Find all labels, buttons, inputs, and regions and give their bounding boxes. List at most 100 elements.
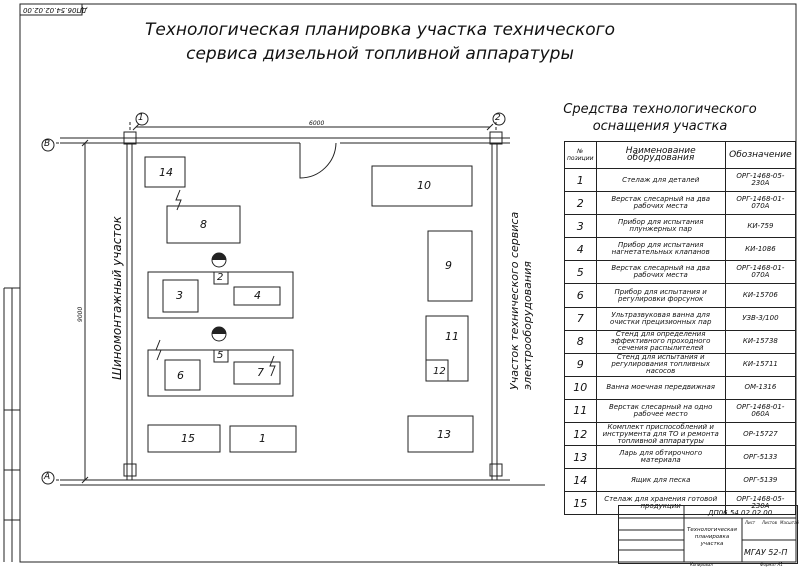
item-1: 1: [259, 432, 266, 445]
cell-name: Верстак слесарный на одно рабочее место: [595, 398, 726, 424]
stamp-sheet-label: Лист: [745, 520, 756, 525]
cell-name: Ларь для обтирочного материала: [595, 445, 726, 470]
cell-name: Прибор для испытания плунжерных пар: [595, 214, 726, 239]
stamp-code: ДП06.54.02.02.00: [708, 509, 773, 517]
cell-code: УЗВ-3/100: [724, 306, 797, 331]
cell-num: 4: [564, 237, 597, 262]
cell-name: Прибор для испытания и регулировки форсу…: [595, 283, 726, 308]
cell-name: Стелаж для деталей: [595, 167, 726, 193]
cell-num: 14: [564, 468, 597, 493]
cell-code: ОРГ-1468-01-070А: [724, 260, 797, 285]
dim-horizontal: 6000: [309, 120, 325, 127]
cell-code: КИ-15711: [724, 352, 797, 377]
title-line-1: Технологическая планировка участка техни…: [145, 20, 615, 40]
cell-name: Стелаж для хранения готовой продукции: [595, 491, 726, 516]
cell-code: ОР-15727: [724, 422, 797, 447]
equipment-title-line-1: Средства технологического: [563, 102, 757, 117]
cell-code: КИ-15738: [724, 329, 797, 354]
cell-name: Стенд для определения эффективного прохо…: [595, 329, 726, 354]
axis-label-b: В: [44, 139, 51, 149]
item-11: 11: [445, 330, 459, 343]
cell-num: 7: [564, 306, 597, 331]
header-code: Обозначение: [724, 141, 797, 169]
right-room-label-line-2: электрооборудования: [521, 261, 534, 390]
item-8: 8: [200, 218, 207, 231]
cell-code: ОРГ-1468-01-060А: [724, 398, 797, 424]
cell-code: ОРГ-5139: [724, 468, 797, 493]
cell-num: 5: [564, 260, 597, 285]
cell-name: Ванна моечная передвижная: [595, 375, 726, 400]
item-14: 14: [159, 166, 173, 179]
right-room-label-line-1: Участок технического сервиса: [508, 211, 521, 390]
item-4: 4: [254, 289, 261, 302]
header-name: Наименование оборудования: [595, 141, 726, 169]
stamp-org: МГАУ 52-П: [744, 548, 788, 557]
stamp-copied: Копировал: [690, 562, 713, 567]
axis-label-1: 1: [138, 113, 144, 123]
item-15: 15: [181, 432, 195, 445]
axis-label-2: 2: [495, 113, 501, 123]
cell-name: Ультразвуковая ванна для очистки прецизи…: [595, 306, 726, 331]
cell-name: Ящик для песка: [595, 468, 726, 493]
cell-num: 1: [564, 167, 597, 193]
right-room-label: Участок технического сервиса электрообор…: [508, 212, 534, 390]
cell-code: ОРГ-1468-01-070А: [724, 191, 797, 216]
cell-code: КИ-15706: [724, 283, 797, 308]
cell-num: 3: [564, 214, 597, 239]
header-num: № позиции: [564, 141, 597, 169]
stamp-scale-label: Масштаб: [780, 520, 800, 525]
cell-num: 9: [564, 352, 597, 377]
table-header-row: № позиции Наименование оборудования Обоз…: [564, 141, 797, 169]
cell-name: Прибор для испытания нагнетательных клап…: [595, 237, 726, 262]
item-10: 10: [417, 179, 431, 192]
item-7: 7: [257, 366, 264, 379]
cell-num: 11: [564, 398, 597, 424]
title-line-2: сервиса дизельной топливной аппаратуры: [186, 44, 574, 64]
item-9: 9: [445, 259, 452, 272]
equipment-title-line-2: оснащения участка: [592, 119, 728, 134]
drawing-title: Технологическая планировка участка техни…: [140, 18, 620, 66]
left-room-label: Шиномонтажный участок: [110, 216, 124, 380]
cell-code: ОМ-1316: [724, 375, 797, 400]
cell-num: 6: [564, 283, 597, 308]
cell-num: 8: [564, 329, 597, 354]
cell-num: 15: [564, 491, 597, 516]
item-12: 12: [433, 366, 446, 377]
cell-name: Комплект приспособлений и инструмента дл…: [595, 422, 726, 447]
cell-code: ОРГ-1468-05-230А: [724, 491, 797, 516]
cell-code: КИ-1086: [724, 237, 797, 262]
cell-code: ОРГ-5133: [724, 445, 797, 470]
item-6: 6: [177, 369, 184, 382]
item-3: 3: [176, 289, 183, 302]
top-left-code: ДП06.54.02.02.00: [23, 6, 88, 14]
stamp-sheets-label: Листов: [762, 520, 777, 525]
cell-name: Стенд для испытания и регулирования топл…: [595, 352, 726, 377]
cell-num: 2: [564, 191, 597, 216]
stamp-format: Формат А1: [760, 562, 783, 567]
cell-name: Верстак слесарный на два рабочих места: [595, 260, 726, 285]
cell-num: 12: [564, 422, 597, 447]
cell-name: Верстак слесарный на два рабочих места: [595, 191, 726, 216]
item-5: 5: [217, 350, 224, 361]
cell-num: 13: [564, 445, 597, 470]
title-block: [618, 505, 798, 564]
item-2: 2: [217, 272, 224, 283]
dim-vertical: 9000: [77, 306, 84, 322]
cell-num: 10: [564, 375, 597, 400]
stamp-name: Технологическая планировка участка: [687, 527, 737, 547]
cell-code: ОРГ-1468-05-230А: [724, 167, 797, 193]
